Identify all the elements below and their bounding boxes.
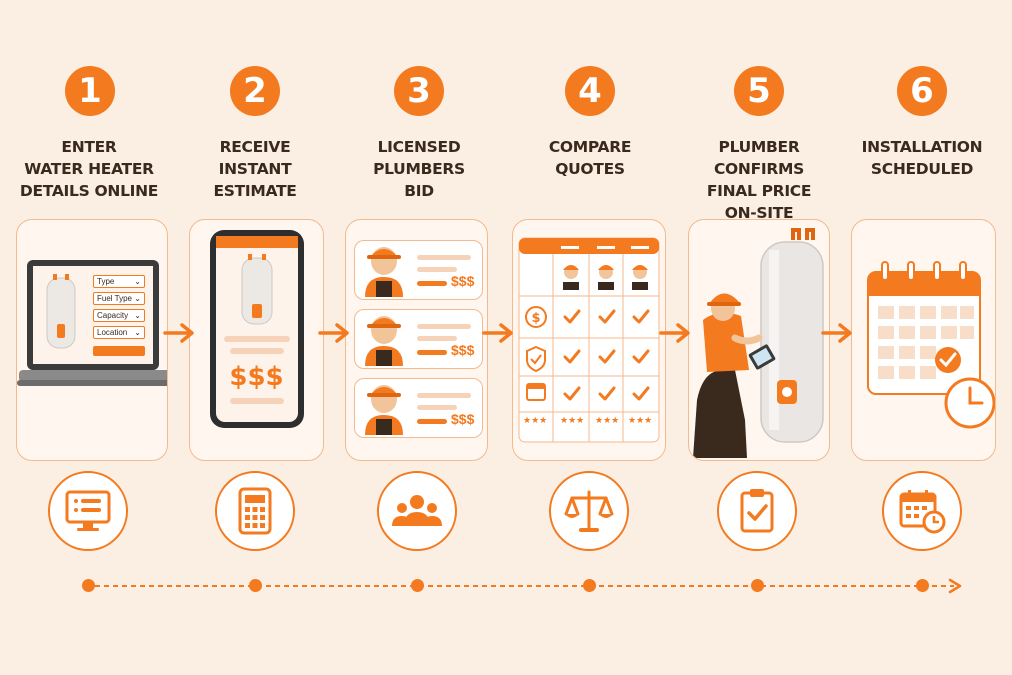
monitor-form-icon (65, 490, 111, 531)
bid-bar (417, 281, 447, 286)
bid-line (417, 336, 457, 341)
bid-bar (417, 350, 447, 355)
calendar-clock-icon (899, 490, 946, 534)
step-3-number: 3 (394, 66, 444, 116)
step-1-illustration: Type⌄ Fuel Type⌄ Capacity⌄ Location⌄ (16, 219, 168, 461)
step-1-icon-circle (48, 471, 128, 551)
bid-line (417, 393, 471, 398)
step-5-icon-circle (717, 471, 797, 551)
timeline-dot (249, 579, 262, 592)
step-4-illustration: $ ★★★ ★★★ ★★★ ★★★ (512, 219, 666, 461)
step-6-illustration (851, 219, 996, 461)
step-2-illustration: $$$ (189, 219, 324, 461)
bid-price: $$$ (451, 273, 475, 289)
step-5-number: 5 (734, 66, 784, 116)
capacity-field[interactable]: Capacity⌄ (93, 309, 145, 322)
submit-button[interactable] (93, 346, 145, 356)
clipboard-check-icon (740, 489, 774, 533)
group-people-icon (392, 495, 442, 526)
location-field[interactable]: Location⌄ (93, 326, 145, 339)
bid-bar (417, 419, 447, 424)
step-4-icon-circle (549, 471, 629, 551)
step-6-number: 6 (897, 66, 947, 116)
svg-text:$: $ (531, 311, 540, 326)
timeline-line (86, 578, 962, 594)
timeline-dot (411, 579, 424, 592)
rating-stars: ★★★ (560, 416, 585, 426)
phone-illustration (210, 230, 304, 428)
bid-row: $$$ (354, 240, 483, 300)
arrow-right-icon (318, 323, 349, 343)
step-3-illustration: $$$ $$$ $$$ (345, 219, 488, 461)
fuel-type-field[interactable]: Fuel Type⌄ (93, 292, 145, 305)
chevron-down-icon: ⌄ (134, 277, 141, 286)
step-5-illustration (688, 219, 830, 461)
plumber-avatar (365, 316, 403, 366)
arrow-right-icon (821, 323, 852, 343)
timeline-dot (82, 579, 95, 592)
plumber-avatar (365, 247, 403, 297)
rating-stars: ★★★ (595, 416, 620, 426)
step-1-number: 1 (65, 66, 115, 116)
arrow-right-icon (482, 323, 513, 343)
chevron-down-icon: ⌄ (134, 294, 141, 303)
bid-line (417, 324, 471, 329)
type-field[interactable]: Type⌄ (93, 275, 145, 288)
step-4-number: 4 (565, 66, 615, 116)
balance-scale-icon (564, 490, 614, 532)
bid-line (417, 405, 457, 410)
timeline-dot (583, 579, 596, 592)
estimate-price: $$$ (229, 362, 284, 392)
bid-row: $$$ (354, 378, 483, 438)
plumber-tablet-illustration (693, 228, 824, 458)
bid-line (417, 255, 471, 260)
timeline-dot (916, 579, 929, 592)
calculator-icon (238, 487, 272, 535)
bid-price: $$$ (451, 342, 475, 358)
arrow-right-icon (659, 323, 690, 343)
rating-stars: ★★★ (523, 416, 548, 426)
bid-row: $$$ (354, 309, 483, 369)
step-3-icon-circle (377, 471, 457, 551)
step-6-icon-circle (882, 471, 962, 551)
timeline-dot (751, 579, 764, 592)
chevron-down-icon: ⌄ (134, 328, 141, 337)
laptop-illustration (17, 260, 167, 386)
rating-stars: ★★★ (628, 416, 653, 426)
chevron-down-icon: ⌄ (134, 311, 141, 320)
calendar-illustration (867, 261, 995, 429)
bid-price: $$$ (451, 411, 475, 427)
comparison-table: $ (518, 237, 660, 443)
arrow-right-icon (163, 323, 194, 343)
step-2-icon-circle (215, 471, 295, 551)
bid-line (417, 267, 457, 272)
step-2-number: 2 (230, 66, 280, 116)
plumber-avatar (365, 385, 403, 435)
